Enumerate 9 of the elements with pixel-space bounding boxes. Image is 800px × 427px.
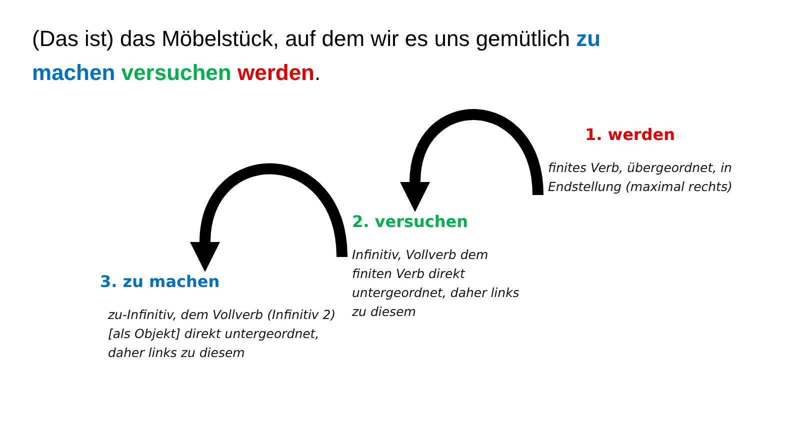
step-heading: 1. werden [585,125,675,144]
step-heading: 2. versuchen [352,212,468,231]
title: (Das ist) das Möbelstück, auf dem wir es uns gemütlich zu machen versuchen werden. [32,25,602,87]
description-text: finites Verb, übergeordnet, in Endstellung (maximal rechts) [548,159,734,196]
step-heading: 3. zu machen [100,272,220,291]
description-text: Infinitiv, Vollverb dem finiten Verb direkt untergeordnet, daher links zu diesem [352,246,520,321]
curved-arrow [400,109,544,212]
description-text: zu-Infinitiv, dem Vollverb (Infinitiv 2) [als Objekt] direkt untergeordnet, daher links zu diesem [108,306,337,362]
curved-arrow [190,163,348,272]
